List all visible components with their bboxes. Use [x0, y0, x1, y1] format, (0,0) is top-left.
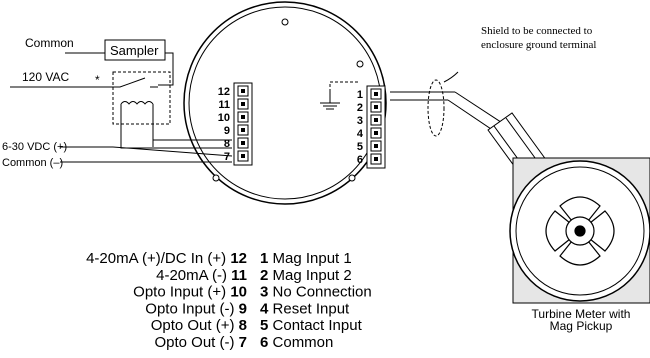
- dc-supply-label: 6-30 VDC (+): [2, 141, 67, 153]
- legend-label: Contact Input: [273, 317, 363, 334]
- legend-row: 3 No Connection: [260, 284, 372, 301]
- legend-number: 8: [239, 317, 247, 334]
- legend-label: 4-20mA (-): [156, 267, 231, 284]
- legend-label: Reset Input: [273, 300, 351, 317]
- legend-number: 6: [260, 334, 273, 351]
- legend-label: Opto Input (+): [133, 284, 230, 301]
- terminal-number: 7: [224, 151, 230, 163]
- sampler-relay: [10, 39, 232, 149]
- terminal-number: 11: [218, 99, 230, 111]
- meter-caption-line-1: Turbine Meter with: [532, 307, 631, 321]
- legend-number: 3: [260, 284, 273, 301]
- legend-number: 11: [231, 267, 247, 284]
- terminal-number: 1: [357, 89, 363, 101]
- sampler-box: [104, 39, 166, 61]
- legend-label: Opto Input (-): [145, 300, 238, 317]
- legend-row: Opto Out (-) 7: [154, 334, 247, 351]
- legend-row: 6 Common: [260, 334, 333, 351]
- legend-label: Mag Input 1: [273, 250, 352, 267]
- meter-caption-line-2: Mag Pickup: [550, 319, 613, 333]
- legend-number: 4: [260, 300, 273, 317]
- terminal-number: 9: [224, 125, 230, 137]
- dc-input-wires: [60, 146, 233, 163]
- legend-row: 4-20mA (-) 11: [156, 267, 247, 284]
- dc-common-label: Common (–): [2, 157, 63, 169]
- legend-number: 9: [239, 300, 247, 317]
- terminal-number: 6: [357, 154, 363, 166]
- legend-number: 1: [260, 250, 273, 267]
- legend-label: Opto Out (+): [151, 317, 239, 334]
- shielded-cable: [390, 71, 511, 137]
- terminal-number: 8: [224, 138, 230, 150]
- legend-row: 1 Mag Input 1: [260, 250, 352, 267]
- common-label: Common: [25, 36, 74, 50]
- terminal-number: 4: [357, 128, 364, 140]
- turbine-meter: [509, 157, 650, 304]
- legend-row: Opto Input (+) 10: [133, 284, 247, 301]
- legend-row: Opto Input (-) 9: [145, 300, 247, 317]
- legend-row: 5 Contact Input: [260, 317, 363, 334]
- legend-label: Mag Input 2: [273, 267, 352, 284]
- terminal-number: 12: [218, 86, 230, 98]
- legend-row: 4-20mA (+)/DC In (+) 12: [86, 250, 247, 267]
- legend-label: Common: [273, 334, 334, 351]
- shield-note-line-1: Shield to be connected to: [481, 25, 593, 37]
- legend-number: 5: [260, 317, 273, 334]
- terminal-number: 10: [218, 112, 230, 124]
- legend-label: Opto Out (-): [154, 334, 238, 351]
- legend-number: 7: [239, 334, 247, 351]
- enclosure: [183, 1, 387, 205]
- legend-number: 2: [260, 267, 273, 284]
- relay-coil: [120, 101, 154, 105]
- legend-row: Opto Out (+) 8: [151, 317, 247, 334]
- ground-symbol: [320, 81, 360, 110]
- legend-label: No Connection: [273, 284, 372, 301]
- legend-right: 1 Mag Input 12 Mag Input 23 No Connectio…: [260, 250, 372, 351]
- legend-number: 12: [230, 250, 247, 267]
- turbine-rotor: [545, 196, 615, 266]
- legend-row: 2 Mag Input 2: [260, 267, 352, 284]
- sampler-label: Sampler: [110, 43, 159, 58]
- legend-number: 10: [230, 284, 247, 301]
- legend-left: 4-20mA (+)/DC In (+) 124-20mA (-) 11Opto…: [86, 250, 247, 351]
- relay-dashed-box: [112, 71, 171, 125]
- legend-label: 4-20mA (+)/DC In (+): [86, 250, 230, 267]
- asterisk-label: *: [95, 73, 100, 87]
- terminal-number: 5: [357, 141, 363, 153]
- vac-label: 120 VAC: [22, 70, 69, 84]
- terminal-number: 2: [357, 102, 363, 114]
- enclosure-screw-holes: [212, 18, 364, 182]
- shield-note-line-2: enclosure ground terminal: [481, 39, 596, 51]
- legend-row: 4 Reset Input: [260, 300, 350, 317]
- terminal-number: 3: [357, 115, 363, 127]
